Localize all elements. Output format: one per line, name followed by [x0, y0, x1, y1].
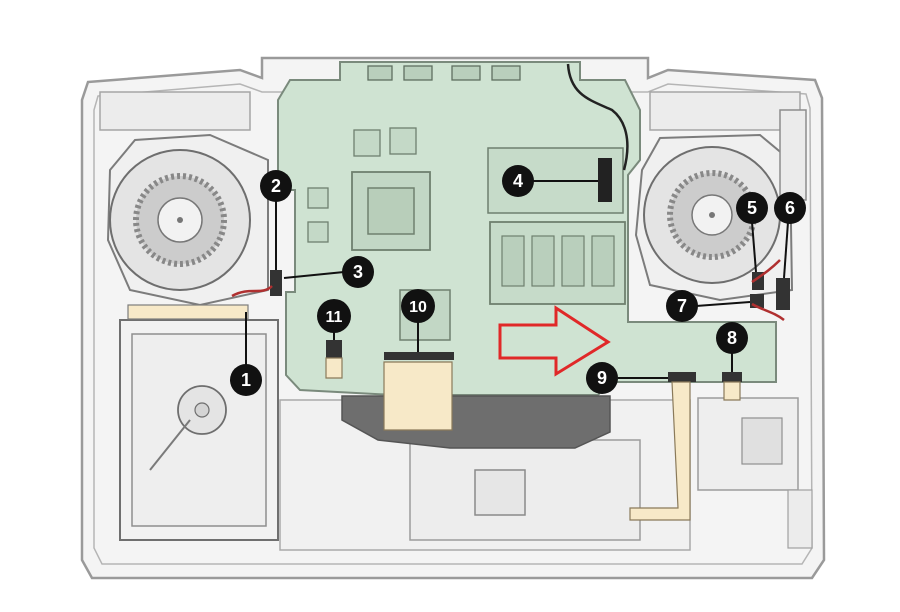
- callout-2-badge: [260, 170, 292, 202]
- antenna-cable: [566, 63, 629, 171]
- left-hinge: [99, 91, 251, 131]
- left-fan: [106, 133, 269, 307]
- callout-6: 6: [774, 192, 806, 224]
- callout-4-label: 4: [513, 171, 523, 191]
- callout-7: 7: [666, 290, 698, 322]
- callout-3-label: 3: [353, 262, 363, 282]
- ribbon-cable-11: [325, 357, 343, 379]
- callout-5-label: 5: [747, 198, 757, 218]
- callout-2: 2: [260, 170, 292, 202]
- callout-9: 9: [586, 362, 618, 394]
- callout-9-badge: [586, 362, 618, 394]
- callout-4: 4: [502, 165, 534, 197]
- port-1: [367, 65, 393, 81]
- connector-9: [668, 372, 696, 382]
- speaker-cable: [751, 302, 785, 321]
- left-fan-cable: [231, 285, 273, 298]
- callout-5: 5: [736, 192, 768, 224]
- chassis-inner-rim: [93, 83, 813, 565]
- connector-4: [598, 158, 612, 202]
- cpu-die: [367, 187, 415, 235]
- leader-6: [783, 221, 789, 279]
- leader-5: [751, 221, 757, 273]
- connector-10: [384, 352, 454, 360]
- callout-4-badge: [502, 165, 534, 197]
- callout-8-label: 8: [727, 328, 737, 348]
- right-fan: [634, 109, 807, 302]
- memory-chip-1: [501, 235, 525, 287]
- memory-chip-3: [561, 235, 585, 287]
- memory-chip-4: [591, 235, 615, 287]
- leader-3: [283, 271, 345, 279]
- left-fan-center: [177, 217, 183, 223]
- ribbon-cable-8: [723, 381, 741, 401]
- connector-2: [270, 270, 282, 296]
- memory-chip-2: [531, 235, 555, 287]
- chip-1: [353, 129, 381, 157]
- chip-4: [307, 221, 329, 243]
- keyboard-ribbon-highlight: [383, 361, 453, 431]
- cables: [231, 63, 785, 521]
- callout-5-badge: [736, 192, 768, 224]
- callout-8-badge: [716, 322, 748, 354]
- callout-11-badge: [317, 299, 351, 333]
- direction-arrow: [498, 305, 611, 377]
- callout-10-badge: [401, 289, 435, 323]
- battery-standoff-right: [787, 489, 813, 549]
- keyboard-ribbon-cable: [341, 395, 611, 449]
- port-3: [451, 65, 481, 81]
- right-fan-cable: [751, 259, 781, 284]
- callout-1-label: 1: [241, 370, 251, 390]
- leader-7: [695, 301, 751, 307]
- hard-drive-arm: [149, 419, 191, 471]
- ribbon-cable-9: [629, 381, 691, 521]
- touchpad-connector-area: [474, 469, 526, 516]
- callout-1-badge: [230, 364, 262, 396]
- connector-6: [776, 278, 790, 310]
- callout-1: 1: [230, 364, 262, 396]
- callout-7-label: 7: [677, 296, 687, 316]
- callout-3-badge: [342, 256, 374, 288]
- port-2: [403, 65, 433, 81]
- right-fan-center: [709, 212, 715, 218]
- right-port-bracket: [779, 109, 807, 201]
- hard-drive-connector: [127, 304, 249, 320]
- callout-2-label: 2: [271, 176, 281, 196]
- callouts: 1 2 3 4 5 6 7 8: [230, 165, 806, 396]
- callout-9-label: 9: [597, 368, 607, 388]
- port-4: [491, 65, 521, 81]
- hard-drive-spindle: [194, 402, 210, 418]
- callout-11-label: 11: [326, 309, 343, 326]
- callout-6-badge: [774, 192, 806, 224]
- chip-2: [389, 127, 417, 155]
- callout-8: 8: [716, 322, 748, 354]
- hard-drive: [119, 304, 279, 541]
- callout-3: 3: [342, 256, 374, 288]
- right-hinge: [649, 91, 801, 131]
- connector-11: [326, 340, 342, 358]
- connector-8: [722, 372, 742, 382]
- callout-11: 11: [317, 299, 351, 333]
- chip-3: [307, 187, 329, 209]
- callout-7-badge: [666, 290, 698, 322]
- callout-10: 10: [401, 289, 435, 323]
- callout-6-label: 6: [785, 198, 795, 218]
- callout-10-label: 10: [409, 299, 427, 316]
- io-board-chip: [741, 417, 783, 465]
